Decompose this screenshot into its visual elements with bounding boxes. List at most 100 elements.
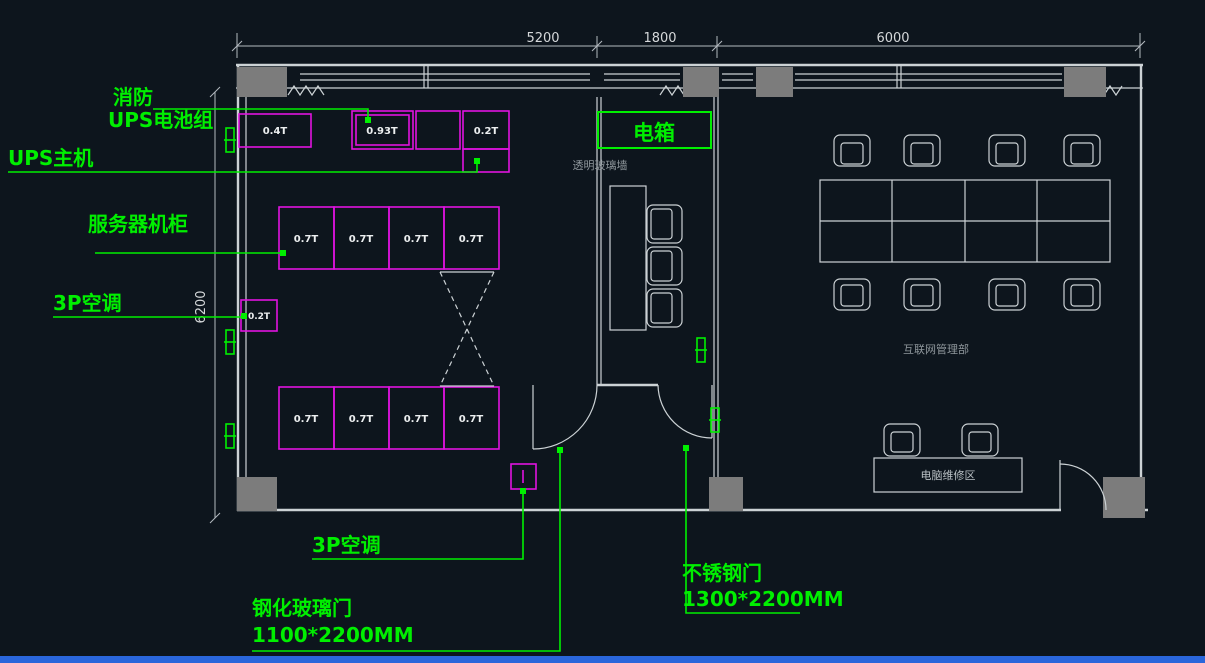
server-cabinet — [443, 206, 500, 270]
steel-door-arc — [657, 384, 713, 439]
electric-box-outline — [597, 111, 712, 149]
leader-line — [252, 451, 561, 652]
ups-battery-box-2 — [351, 110, 414, 150]
office-furniture: 互联网管理部 电脑维修区 — [819, 134, 1111, 493]
ups-host-box — [462, 148, 510, 173]
chair — [646, 204, 683, 244]
chair — [1063, 278, 1101, 311]
column — [237, 67, 287, 97]
socket-icon — [695, 337, 707, 363]
load-label: 0.7T — [349, 414, 374, 425]
steel-door — [657, 384, 713, 439]
chair — [1063, 134, 1101, 167]
airflow-marker — [439, 271, 495, 387]
leader-dot — [683, 445, 689, 451]
repair-area-label: 电脑维修区 — [921, 468, 976, 482]
ups-battery-box-1 — [238, 113, 312, 148]
leader-line — [312, 492, 524, 560]
office-door-arc — [1059, 463, 1107, 511]
glass-door-arc — [532, 384, 598, 450]
glass-wall-label: 透明玻璃墙 — [573, 158, 628, 172]
office-entry-door — [1059, 460, 1107, 511]
load-label: 0.7T — [404, 414, 429, 425]
leader-dot — [280, 250, 286, 256]
corridor-furniture — [609, 185, 683, 331]
socket-icon — [224, 329, 236, 355]
repair-area: 电脑维修区 — [873, 423, 1023, 493]
glass-door-size-label: 1100*2200MM — [252, 623, 414, 647]
ac-bottom-label: 3P空调 — [312, 533, 381, 557]
chair — [646, 246, 683, 286]
server-cabinet — [443, 386, 500, 450]
load-label: 0.7T — [459, 414, 484, 425]
electric-box-label: 电箱 — [633, 121, 675, 145]
chair — [883, 423, 921, 457]
chair — [988, 278, 1026, 311]
leader-line — [685, 449, 800, 614]
internet-dept-label: 互联网管理部 — [903, 342, 969, 356]
ac-left-label: 3P空调 — [53, 291, 122, 315]
server-cabinet-row-1: 0.7T 0.7T 0.7T 0.7T — [278, 206, 500, 270]
dim-text-6000: 6000 — [876, 31, 909, 46]
dimension-top: 5200 1800 6000 — [231, 31, 1146, 58]
annotation-steel-door: 不锈钢门 1300*2200MM — [682, 445, 844, 614]
leader-dot — [241, 313, 247, 319]
chair — [988, 134, 1026, 167]
steel-door-label: 不锈钢门 — [682, 561, 762, 585]
steel-door-size-label: 1300*2200MM — [682, 587, 844, 611]
leader-dot — [474, 158, 480, 164]
glass-door-label: 钢化玻璃门 — [252, 596, 352, 620]
dimension-left: 6200 — [194, 86, 221, 524]
ups-host-label: UPS主机 — [8, 146, 93, 170]
column — [709, 477, 743, 511]
leader-line — [8, 163, 478, 173]
annotation-ac-left: 3P空调 — [53, 291, 247, 319]
dim-text-1800: 1800 — [643, 31, 676, 46]
ups-equipment: 0.4T 0.93T 0.2T — [238, 110, 510, 173]
load-label: 0.7T — [349, 234, 374, 245]
load-label: 0.7T — [294, 234, 319, 245]
leader-dot — [520, 488, 526, 494]
leader-line — [153, 108, 369, 120]
office-desk-cluster — [819, 179, 1111, 263]
hatch-zigzag — [287, 84, 325, 97]
leader-dot — [365, 117, 371, 123]
dim-text-5200: 5200 — [526, 31, 559, 46]
corridor-table — [609, 185, 647, 331]
socket-icon — [224, 423, 236, 449]
leader-dot — [557, 447, 563, 453]
annotation-glass-door: 钢化玻璃门 1100*2200MM — [252, 447, 563, 652]
wall-sockets — [224, 127, 721, 449]
ups-battery-box-2-inner — [355, 114, 410, 146]
ups-battery-label: UPS电池组 — [108, 108, 213, 132]
columns — [237, 67, 1145, 518]
load-label: 0.2T — [474, 126, 499, 137]
repair-table — [873, 457, 1023, 493]
column — [1064, 67, 1106, 97]
electric-box: 电箱 — [597, 111, 712, 149]
column — [756, 67, 793, 97]
annotation-ups-host: UPS主机 — [8, 146, 480, 173]
server-cabinet-label: 服务器机柜 — [88, 212, 188, 236]
column — [1103, 477, 1145, 518]
chair — [646, 288, 683, 328]
column — [237, 477, 277, 511]
load-label: 0.4T — [263, 126, 288, 137]
server-cabinet-row-2: 0.7T 0.7T 0.7T 0.7T — [278, 386, 500, 450]
glass-door — [532, 384, 598, 450]
annotation-fire-ups: 消防 UPS电池组 — [108, 85, 371, 132]
fire-label: 消防 — [113, 85, 153, 109]
window-edge-bar — [0, 656, 1205, 663]
load-label: 0.93T — [366, 126, 398, 137]
chair — [961, 423, 999, 457]
column — [683, 67, 719, 97]
annotation-server-cabinet: 服务器机柜 — [88, 212, 286, 256]
ups-box-3 — [415, 110, 461, 150]
chair — [903, 278, 941, 311]
load-label: 0.7T — [404, 234, 429, 245]
chair — [833, 134, 871, 167]
load-label: 0.7T — [294, 414, 319, 425]
